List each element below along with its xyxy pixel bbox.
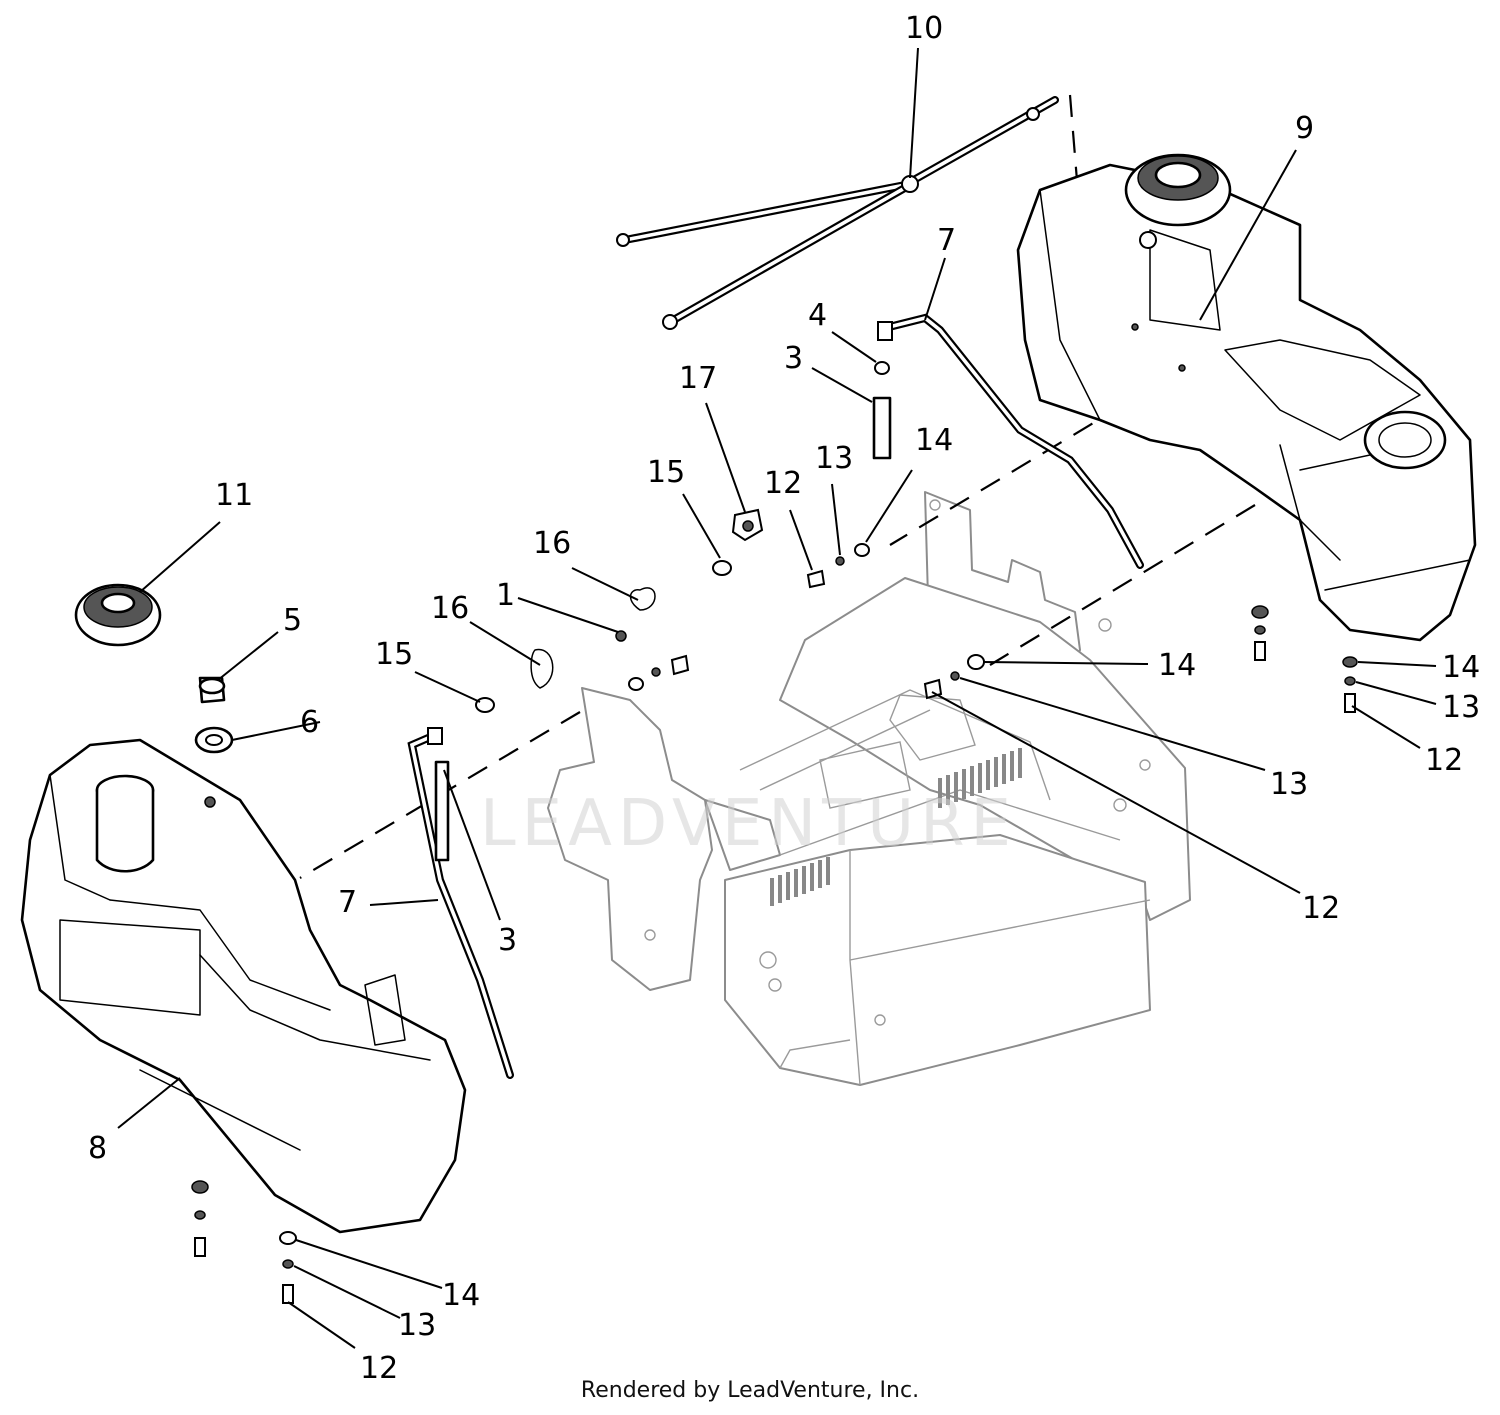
callout-14-center: 14 <box>915 423 953 458</box>
callout-labels: 10 9 7 4 3 17 15 12 13 14 11 16 1 5 16 1… <box>88 11 1480 1386</box>
callout-10: 10 <box>905 11 943 46</box>
callout-11: 11 <box>215 478 253 513</box>
callout-12-right-tank: 12 <box>1425 743 1463 778</box>
callout-7-right: 7 <box>937 223 956 258</box>
callout-5: 5 <box>283 603 302 638</box>
callout-16-lower: 16 <box>431 591 469 626</box>
callout-1: 1 <box>496 578 515 613</box>
callout-12-frame: 12 <box>1302 891 1340 926</box>
render-credit: Rendered by LeadVenture, Inc. <box>580 1378 920 1403</box>
callout-9: 9 <box>1295 111 1314 146</box>
callout-13-left-tank: 13 <box>398 1308 436 1343</box>
callout-3-left: 3 <box>498 923 517 958</box>
left-tank-hardware <box>191 1180 297 1304</box>
callout-14-frame: 14 <box>1158 648 1196 683</box>
vent-valve-and-grommet <box>194 676 234 754</box>
callout-14-left-tank: 14 <box>442 1278 480 1313</box>
callout-4: 4 <box>808 298 827 333</box>
fuel-cap <box>74 583 162 647</box>
callout-13-right-tank: 13 <box>1442 690 1480 725</box>
callout-7-left: 7 <box>338 885 357 920</box>
fuel-shutoff-valve <box>731 508 764 542</box>
center-hardware <box>475 543 985 713</box>
hose-fitting-right <box>872 361 892 460</box>
watermark-text: LEADVENTURE <box>480 787 1017 861</box>
callout-17: 17 <box>679 361 717 396</box>
fuel-line-left <box>407 727 514 1079</box>
callout-15-upper: 15 <box>647 455 685 490</box>
callout-13-frame: 13 <box>1270 767 1308 802</box>
right-fuel-tank <box>1016 153 1477 642</box>
right-tank-hardware <box>1251 605 1358 713</box>
callout-16-upper: 16 <box>533 526 571 561</box>
callout-leader-lines <box>117 47 1437 1349</box>
callout-15-lower: 15 <box>375 637 413 672</box>
callout-14-right-tank: 14 <box>1442 650 1480 685</box>
callout-12-center: 12 <box>764 466 802 501</box>
callout-3-right: 3 <box>784 341 803 376</box>
callout-6: 6 <box>300 705 319 740</box>
callout-8: 8 <box>88 1131 107 1166</box>
vent-hose-assembly <box>616 96 1059 330</box>
frame-vent-slots <box>770 748 1022 906</box>
callout-12-left-tank: 12 <box>360 1351 398 1386</box>
left-fuel-tank <box>20 738 467 1234</box>
callout-13-center: 13 <box>815 441 853 476</box>
